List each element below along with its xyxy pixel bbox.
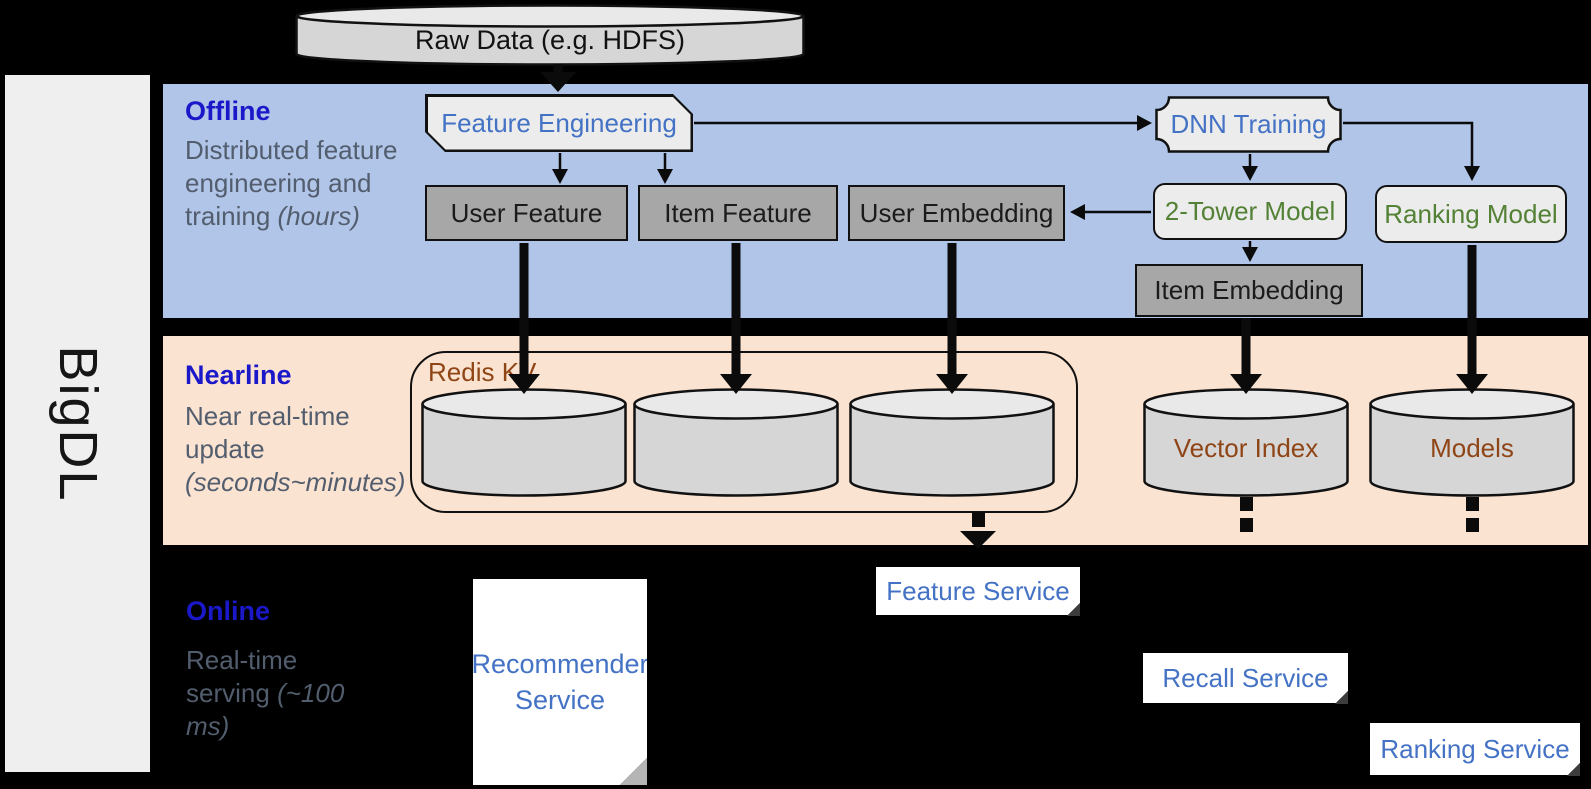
item-embedding-node: Item Embedding: [1135, 264, 1363, 317]
user-feature-node: User Feature: [425, 185, 628, 241]
nearline-description: Near real-time update (seconds~minutes): [185, 400, 425, 499]
offline-title: Offline: [185, 96, 271, 126]
offline-description: Distributed feature engineering and trai…: [185, 134, 413, 233]
feature-engineering-label: Feature Engineering: [428, 97, 691, 150]
recommender-service-node: Recommender Service: [473, 579, 647, 785]
models-store: Models: [1369, 388, 1575, 497]
dnn-training-node: DNN Training: [1155, 96, 1342, 153]
models-cylinder-shape: [1369, 388, 1575, 497]
redis-store-cylinder-3: [849, 388, 1055, 497]
vector-index-store: Vector Index: [1143, 388, 1349, 497]
raw-data-cylinder-shape: [295, 4, 805, 66]
nearline-title: Nearline: [185, 360, 292, 390]
ranking-service-node: Ranking Service: [1370, 723, 1580, 776]
nearline-description-text: Near real-time update: [185, 401, 350, 464]
ranking-service-label: Ranking Service: [1370, 723, 1580, 775]
recommender-service-label: Recommender Service: [473, 579, 647, 785]
item-feature-node: Item Feature: [638, 185, 838, 241]
nearline-description-note: (seconds~minutes): [185, 467, 406, 497]
recall-service-label: Recall Service: [1143, 653, 1348, 703]
ranking-model-node: Ranking Model: [1375, 185, 1567, 243]
redis-kv-container: [410, 351, 1078, 513]
online-title: Online: [186, 596, 271, 626]
online-description: Real-time serving (~100 ms): [186, 644, 356, 743]
feature-engineering-node: Feature Engineering: [425, 94, 693, 152]
feature-service-label: Feature Service: [876, 567, 1080, 615]
redis-kv-label: Redis KV: [428, 357, 537, 387]
dnn-training-plaque-shape: [1155, 96, 1342, 153]
two-tower-model-node: 2-Tower Model: [1153, 183, 1347, 240]
vector-index-cylinder-shape: [1143, 388, 1349, 497]
offline-description-note: (hours): [277, 201, 360, 231]
bigdl-logo-text: BigDL: [47, 344, 108, 503]
online-description-text: Real-time serving: [186, 645, 298, 708]
vector-index-label: Vector Index: [1173, 432, 1319, 463]
bigdl-sidebar: BigDL: [5, 75, 150, 772]
online-description-note: (~100 ms): [186, 678, 345, 741]
raw-data-label: Raw Data (e.g. HDFS): [414, 24, 686, 55]
redis-store-cylinder-2: [633, 388, 839, 497]
models-label: Models: [1430, 432, 1514, 463]
redis-store-cylinder-1: [421, 388, 627, 497]
feature-service-node: Feature Service: [876, 567, 1080, 616]
user-embedding-node: User Embedding: [848, 185, 1065, 241]
offline-description-text: Distributed feature engineering and trai…: [185, 135, 398, 231]
raw-data-store: Raw Data (e.g. HDFS): [295, 4, 805, 66]
recall-service-node: Recall Service: [1143, 653, 1348, 704]
dnn-training-label: DNN Training: [1170, 109, 1327, 139]
